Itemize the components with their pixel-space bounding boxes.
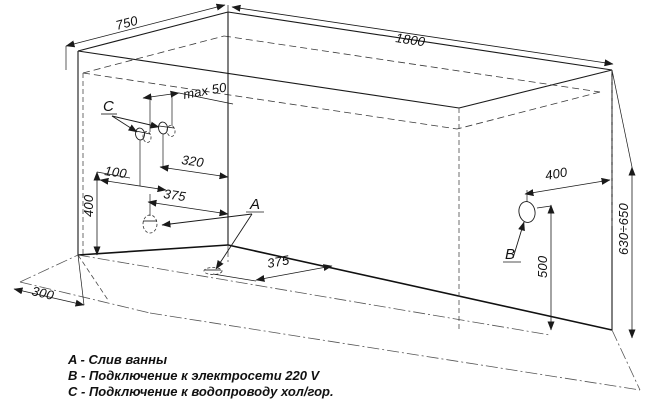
dimension-100-label: 100	[104, 163, 129, 181]
drain-outlet-a	[142, 214, 158, 234]
dimension-max-50: max 50	[142, 79, 234, 132]
dimension-height-range: 630÷650	[611, 69, 636, 339]
legend-block: A - Слив ванны B - Подключение к электро…	[68, 352, 488, 400]
dimension-375-front-label: 375	[163, 186, 188, 204]
legend-line-a: A - Слив ванны	[68, 352, 168, 367]
dimension-400-right: 400	[524, 164, 611, 202]
bathtub-hidden-edges	[82, 73, 460, 255]
dimension-400-left-label: 400	[81, 194, 96, 217]
dimension-500: 500	[535, 204, 555, 331]
dimension-1800-label: 1800	[395, 30, 427, 49]
bathtub-inner-rim-hidden	[82, 35, 601, 130]
dimension-400-right-label: 400	[544, 164, 569, 183]
dimension-300-label: 300	[30, 283, 56, 303]
dimension-375-front: 375	[147, 186, 229, 217]
dimension-300: 300	[13, 254, 85, 307]
legend-line-b: B - Подключение к электросети 220 V	[68, 368, 320, 383]
dimension-height-range-label: 630÷650	[616, 203, 631, 255]
dimension-1800: 1800	[231, 4, 614, 67]
marker-a-group: A	[161, 196, 264, 270]
marker-c-group: C	[101, 98, 160, 133]
floor-edge-lines	[77, 254, 109, 301]
marker-a-label: A	[249, 196, 260, 213]
dimension-375-floor: 375	[212, 252, 333, 282]
right-hidden-guide	[458, 70, 613, 330]
dimension-500-label: 500	[535, 255, 550, 278]
marker-c-label: C	[103, 98, 114, 115]
dimension-750-label: 750	[114, 13, 140, 33]
dimension-320-label: 320	[181, 152, 206, 170]
dimension-320: 320	[159, 134, 229, 180]
dimension-375-floor-label: 375	[266, 252, 291, 271]
bathtub-front-panel	[77, 12, 613, 331]
marker-b-label: B	[505, 246, 515, 263]
marker-b-group: B	[503, 221, 525, 263]
dimension-100: 100	[99, 140, 167, 193]
electrical-outlet-b	[518, 201, 536, 223]
water-inlet-fittings-c	[135, 121, 176, 143]
legend-line-c: C - Подключение к водопроводу хол/гор.	[68, 384, 334, 399]
floor-projection-plane	[19, 245, 641, 391]
bathtub-top-rim	[77, 11, 613, 255]
dimension-750: 750	[65, 3, 229, 70]
drain-floor-projection	[203, 267, 223, 275]
dimension-400-left: 400	[81, 171, 131, 256]
